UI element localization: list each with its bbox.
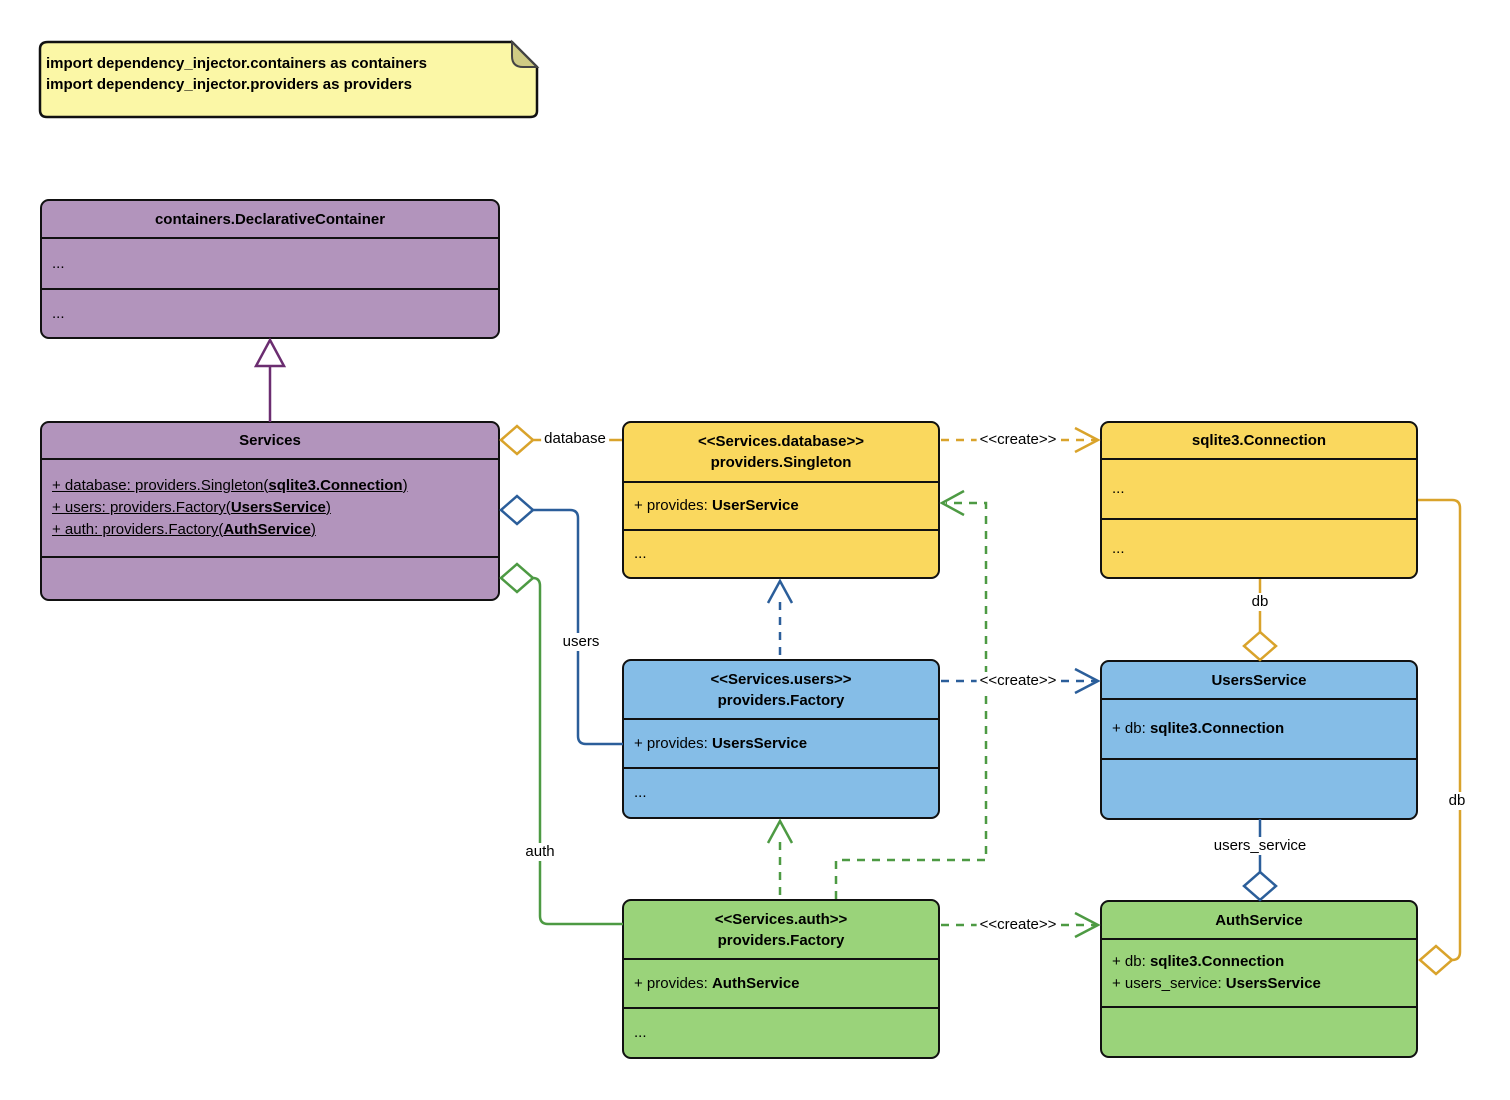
edge-label-db: db [1445, 792, 1469, 810]
class-title: Services [239, 432, 301, 449]
class-attributes-section: + database: providers.Singleton(sqlite3.… [42, 458, 498, 556]
class-attributes-section: + provides: UsersService [624, 718, 938, 767]
attribute: + provides: AuthService [634, 974, 800, 992]
attribute: + users_service: UsersService [1112, 975, 1321, 992]
attribute: + database: providers.Singleton(sqlite3.… [52, 477, 408, 494]
class-methods-section: ... [624, 529, 938, 577]
class-methods-section [1102, 758, 1416, 818]
edge-authfactory-depends-usersfactory [766, 818, 794, 899]
class-attributes-section: + db: sqlite3.Connection + users_service… [1102, 938, 1416, 1006]
attribute: + auth: providers.Factory(AuthService) [52, 521, 316, 538]
stereotype: <<Services.database>> [698, 433, 864, 450]
edge-connection-db-authservice [1418, 498, 1462, 976]
attribute: + db: sqlite3.Connection [1112, 953, 1285, 970]
edge-label-auth: auth [522, 843, 558, 861]
edge-usersfactory-depends-singleton [766, 578, 794, 659]
edge-label-users: users [559, 633, 603, 651]
inheritance-triangle-icon [253, 337, 287, 368]
class-auth-service: AuthService + db: sqlite3.Connection + u… [1100, 900, 1418, 1058]
class-title: AuthService [1215, 911, 1303, 929]
class-attributes-section: ... [42, 237, 498, 288]
edge-usersservice-authservice [1242, 819, 1278, 902]
aggregation-diamond-icon [1242, 630, 1278, 662]
edge-inheritance-services-declarativecontainer [253, 337, 287, 422]
class-services: Services + database: providers.Singleton… [40, 421, 500, 601]
class-auth-factory: <<Services.auth>> providers.Factory + pr… [622, 899, 940, 1059]
edge-services-auth-factory [499, 562, 623, 926]
aggregation-diamond-icon [1418, 944, 1454, 976]
class-users-service: UsersService + db: sqlite3.Connection [1100, 660, 1418, 820]
edge-connection-db-usersservice [1242, 579, 1278, 662]
class-providers-singleton: <<Services.database>> providers.Singleto… [622, 421, 940, 579]
attribute: + users: providers.Factory(UsersService) [52, 499, 331, 516]
note-line: import dependency_injector.containers as… [46, 55, 427, 72]
class-title: sqlite3.Connection [1191, 432, 1327, 449]
open-arrowhead-icon [766, 578, 794, 604]
attribute: + db: sqlite3.Connection [1112, 720, 1285, 737]
edge-label-create: <<create>> [976, 916, 1060, 934]
aggregation-diamond-icon [499, 494, 535, 526]
class-attributes-section: ... [1102, 458, 1416, 518]
class-methods-section: ... [624, 1007, 938, 1057]
class-attributes-section: + provides: UserService [624, 481, 938, 529]
aggregation-diamond-icon [499, 424, 535, 456]
open-arrowhead-icon [1074, 911, 1101, 939]
class-title: containers.DeclarativeContainer [154, 210, 386, 228]
class-methods-section [1102, 1006, 1416, 1056]
open-arrowhead-icon [766, 818, 794, 844]
class-title: <<Services.database>> providers.Singleto… [698, 433, 864, 471]
class-title: <<Services.users>> providers.Factory [710, 670, 852, 709]
aggregation-diamond-icon [1242, 870, 1278, 902]
class-methods-section [42, 556, 498, 599]
class-methods-section: ... [624, 767, 938, 817]
class-methods-section: ... [42, 288, 498, 337]
class-title: UsersService [1211, 671, 1307, 689]
edge-label-create: <<create>> [976, 431, 1060, 449]
class-sqlite3-connection: sqlite3.Connection ... ... [1100, 421, 1418, 579]
attribute: + provides: UsersService [634, 734, 808, 752]
import-note: import dependency_injector.containers as… [46, 53, 528, 95]
aggregation-diamond-icon [499, 562, 535, 594]
edge-label-users-service: users_service [1210, 837, 1310, 855]
class-attributes-section: + db: sqlite3.Connection [1102, 698, 1416, 758]
class-attributes-section: + provides: AuthService [624, 958, 938, 1007]
open-arrowhead-icon [1074, 667, 1101, 695]
edge-label-db: db [1248, 593, 1272, 611]
open-arrowhead-icon [1074, 426, 1101, 454]
class-declarative-container: containers.DeclarativeContainer ... ... [40, 199, 500, 339]
class-title: <<Services.auth>> providers.Factory [714, 910, 848, 949]
note-line: import dependency_injector.providers as … [46, 76, 412, 93]
class-users-factory: <<Services.users>> providers.Factory + p… [622, 659, 940, 819]
class-methods-section: ... [1102, 518, 1416, 577]
edge-services-users-factory [499, 494, 623, 746]
stereotype: <<Services.users>> [710, 670, 852, 688]
attribute: + provides: UserService [634, 497, 799, 514]
stereotype: <<Services.auth>> [714, 910, 848, 928]
edge-label-create: <<create>> [976, 672, 1060, 690]
open-arrowhead-icon [939, 489, 965, 517]
edge-label-database: database [541, 430, 609, 448]
